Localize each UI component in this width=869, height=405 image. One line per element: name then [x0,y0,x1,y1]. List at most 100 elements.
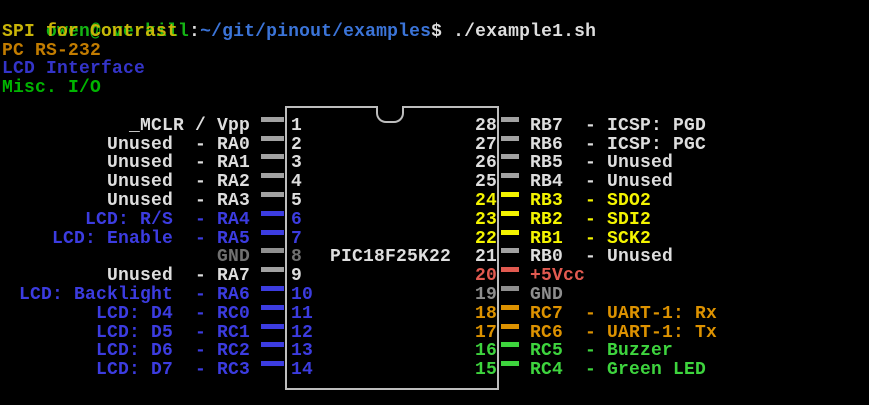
pin-tick-icon [261,361,284,366]
pin-row-right: 27 RB6 - ICSP: PGC [0,136,869,155]
pin-number: 27 [474,135,497,155]
pin-number: 13 [291,341,314,361]
pin-tick-icon [261,192,284,197]
pin-right-label: +5Vcc [530,266,586,286]
pin-number: 15 [474,360,497,380]
pin-tick-icon [501,305,519,310]
pin-number: 14 [291,360,314,380]
prompt-line-next: owen@overkill:~/git/pinout/examples$ [2,399,464,405]
pin-right-label: RC6 - UART-1: Tx [530,323,718,343]
pin-number: 24 [474,191,497,211]
pin-right-label: RB6 - ICSP: PGC [530,135,707,155]
pin-tick-icon [261,305,284,310]
pin-tick-icon [501,192,519,197]
pin-tick-icon [501,117,519,122]
prompt-dollar: $ [431,22,443,42]
pin-number: 5 [291,191,303,211]
pin-tick-icon [261,136,284,141]
pin-left-label: Unused - RA2 [106,172,250,192]
pin-tick-icon [261,267,284,272]
pin-tick-icon [501,136,519,141]
pin-tick-icon [261,324,284,329]
pin-row-left: Unused - RA0 2 [0,136,869,155]
pin-tick-icon [501,154,519,159]
pin-tick-icon [501,342,519,347]
pin-number: 10 [291,285,314,305]
prompt-command: ./example1.sh [442,22,597,42]
pin-tick-icon [261,154,284,159]
pin-tick-icon [501,361,519,366]
pin-left-label: LCD: D5 - RC1 [95,323,250,343]
pin-number: 17 [474,323,497,343]
pin-right-label: RB1 - SCK2 [530,229,652,249]
pin-row-right: 17 RC6 - UART-1: Tx [0,324,869,343]
pin-row-right: 21 RB0 - Unused [0,248,869,267]
prompt-separator: : [189,22,201,42]
pin-row-left: Unused - RA2 4 [0,173,869,192]
prompt-path: ~/git/pinout/examples [200,22,432,42]
pin-number: 4 [291,172,303,192]
pin-number: 3 [291,153,303,173]
pin-number: 21 [474,247,497,267]
pin-tick-icon [501,211,519,216]
pin-right-label: GND [530,285,564,305]
pin-right-label: RC7 - UART-1: Rx [530,304,718,324]
pin-tick-icon [261,286,284,291]
pin-tick-icon [501,230,519,235]
pin-left-label: LCD: R/S - RA4 [84,210,250,230]
pin-right-label: RB3 - SDO2 [530,191,652,211]
pin-tick-icon [501,248,519,253]
pin-left-label: Unused - RA0 [106,135,250,155]
legend-line: LCD Interface [2,59,146,79]
chip-body [285,106,499,390]
pin-left-label: LCD: D4 - RC0 [95,304,250,324]
pin-tick-icon [261,230,284,235]
pin-left-label: LCD: Enable - RA5 [51,229,250,249]
pin-tick-icon [261,211,284,216]
pin-tick-icon [261,248,284,253]
pin-row-left: GND 8 [0,248,869,267]
pin-row-right: 15 RC4 - Green LED [0,361,869,380]
pin-number: 2 [291,135,303,155]
pin-left-label: GND [216,247,250,267]
pin-left-label: LCD: Backlight - RA6 [18,285,250,305]
pin-right-label: RB5 - Unused [530,153,674,173]
pin-row-right: 18 RC7 - UART-1: Rx [0,305,869,324]
pin-number: 16 [474,341,497,361]
pin-number: 23 [474,210,497,230]
pin-number: 26 [474,153,497,173]
pin-right-label: RC4 - Green LED [530,360,707,380]
prompt-user-host: owen@overkill [46,22,190,42]
pin-number: 8 [291,247,303,267]
legend-line: Misc. I/O [2,78,102,98]
prompt-line: owen@overkill:~/git/pinout/examples$ ./e… [2,4,596,42]
pin-right-label: RB7 - ICSP: PGD [530,116,707,136]
pin-number: 6 [291,210,303,230]
pin-tick-icon [501,324,519,329]
pin-row-left: LCD: Backlight - RA6 10 [0,286,869,305]
pin-right-label: RB4 - Unused [530,172,674,192]
pin-number: 19 [474,285,497,305]
pin-number: 20 [474,266,497,286]
chip-name: PIC18F25K22 [330,247,452,267]
pin-number: 18 [474,304,497,324]
pin-row-right: 20 +5Vcc [0,267,869,286]
pin-tick-icon [501,286,519,291]
pin-right-label: RB2 - SDI2 [530,210,652,230]
pin-left-label: _MCLR / Vpp [128,116,250,136]
pin-right-label: RB0 - Unused [530,247,674,267]
